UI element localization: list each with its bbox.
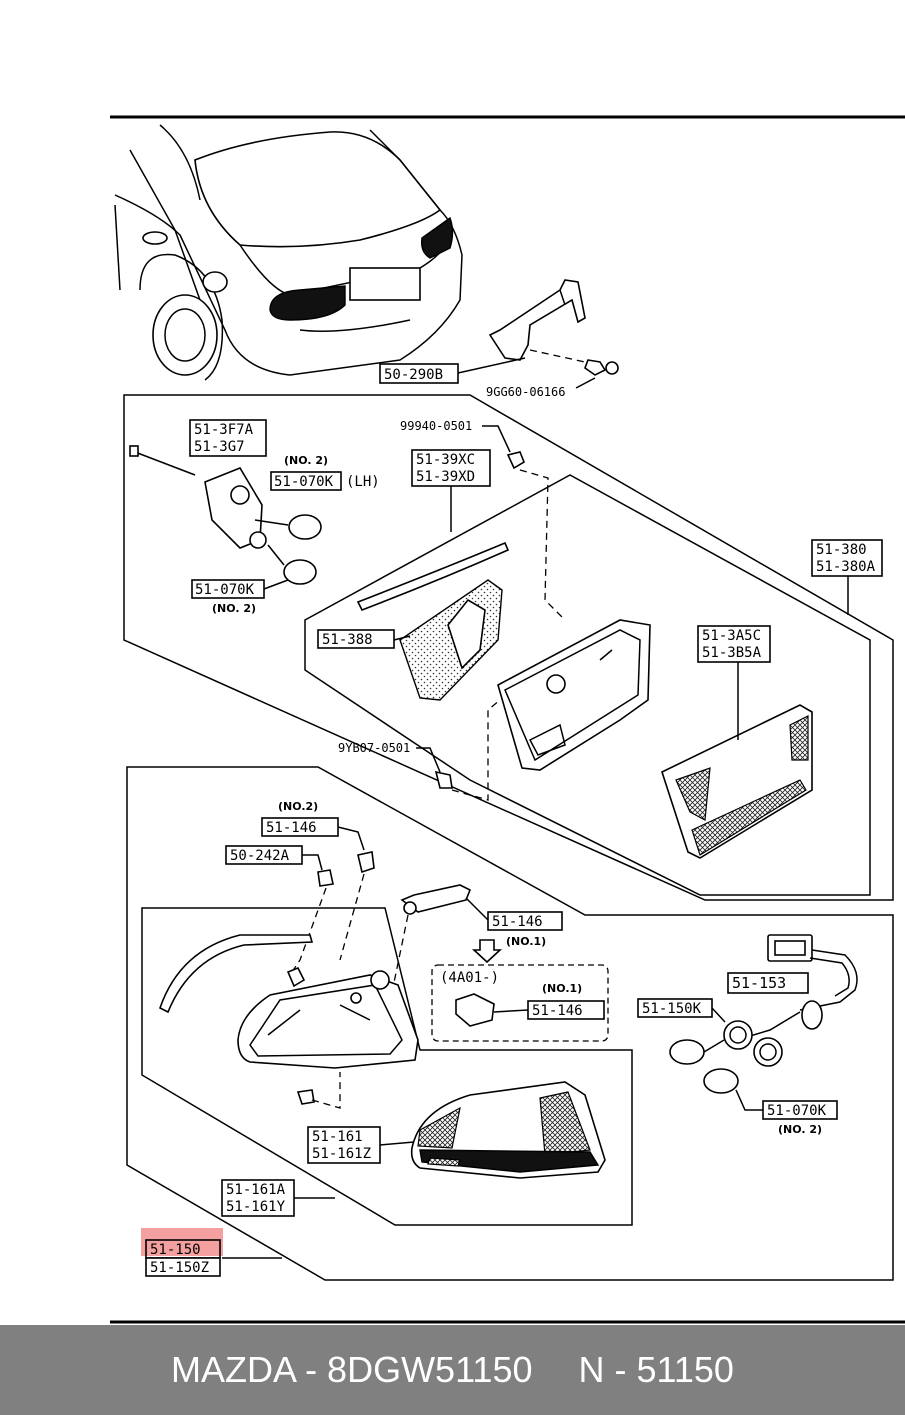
label-50-242a: 50-242A — [230, 848, 290, 864]
outer-lens-51-161 — [410, 1081, 606, 1179]
label-4a01: (4A01-) — [440, 970, 499, 986]
label-51-39xc: 51-39XC — [416, 452, 475, 468]
label-51-150: 51-150 — [150, 1242, 201, 1258]
label-51-070k-c: 51-070K — [767, 1103, 827, 1119]
label-51-39xd: 51-39XD — [416, 469, 475, 485]
label-51-380a: 51-380A — [816, 559, 876, 575]
note-no2-c: (NO.2) — [278, 800, 318, 813]
label-51-150k: 51-150K — [642, 1001, 702, 1017]
label-51-380: 51-380 — [816, 542, 867, 558]
label-51-146-a: 51-146 — [266, 820, 317, 836]
note-no1-a: (NO.1) — [506, 935, 546, 948]
footer-oem-number: MAZDA - 8DGW51150 — [171, 1349, 533, 1390]
label-51-3f7a: 51-3F7A — [194, 422, 254, 438]
label-51-070k-b: 51-070K — [195, 582, 255, 598]
label-51-070k-lh: 51-070K — [274, 474, 334, 490]
label-51-153: 51-153 — [732, 974, 786, 992]
label-99940-0501: 99940-0501 — [400, 419, 472, 433]
note-no2-a: (NO. 2) — [284, 454, 328, 467]
label-51-388: 51-388 — [322, 632, 373, 648]
label-51-161z: 51-161Z — [312, 1146, 371, 1162]
rear-lamp-body — [237, 966, 419, 1069]
outer-lamp-panel-outline — [126, 766, 894, 1281]
bracket-50-290b — [457, 279, 619, 389]
socket-assembly-51-3f7a — [129, 445, 322, 585]
highlight-51-150 — [141, 1228, 223, 1256]
label-9yb07-0501: 9YB07-0501 — [338, 741, 410, 755]
label-51-150z: 51-150Z — [150, 1260, 209, 1276]
part-number-footer: MAZDA - 8DGW51150 N - 51150 — [0, 1325, 905, 1415]
label-51-3b5a: 51-3B5A — [702, 645, 762, 661]
inner-lamp-subpanel — [304, 474, 871, 896]
variant-box-4a01 — [431, 964, 609, 1042]
wiring-harness-51-153 — [669, 934, 858, 1094]
label-9gg60-06166: 9GG60-06166 — [486, 385, 565, 399]
label-51-3a5c: 51-3A5C — [702, 628, 761, 644]
inner-lamp-housing — [497, 619, 651, 771]
note-no2-d: (NO. 2) — [778, 1123, 822, 1136]
label-51-146-b: 51-146 — [492, 914, 543, 930]
callout-50-290b: 50-290B — [379, 363, 459, 384]
inner-lens-51-3a5c — [661, 704, 813, 859]
outer-lamp-subpanel — [141, 907, 633, 1226]
label-51-3g7: 51-3G7 — [194, 439, 245, 455]
label-51-161y: 51-161Y — [226, 1199, 286, 1215]
car-illustration — [114, 124, 463, 381]
footer-part-code: N - 51150 — [578, 1349, 734, 1390]
label-51-146-c: 51-146 — [532, 1003, 583, 1019]
label-51-161a: 51-161A — [226, 1182, 286, 1198]
label-50-290b: 50-290B — [384, 367, 443, 383]
parts-diagram: 50-290B 9GG60-06166 51-3F7A 51-3G7 (NO. … — [110, 115, 905, 1324]
note-no2-b: (NO. 2) — [212, 602, 256, 615]
label-51-161: 51-161 — [312, 1129, 363, 1145]
inner-lamp-panel-outline — [123, 394, 894, 901]
note-no1-b: (NO.1) — [542, 982, 582, 995]
label-lh: (LH) — [346, 474, 380, 490]
